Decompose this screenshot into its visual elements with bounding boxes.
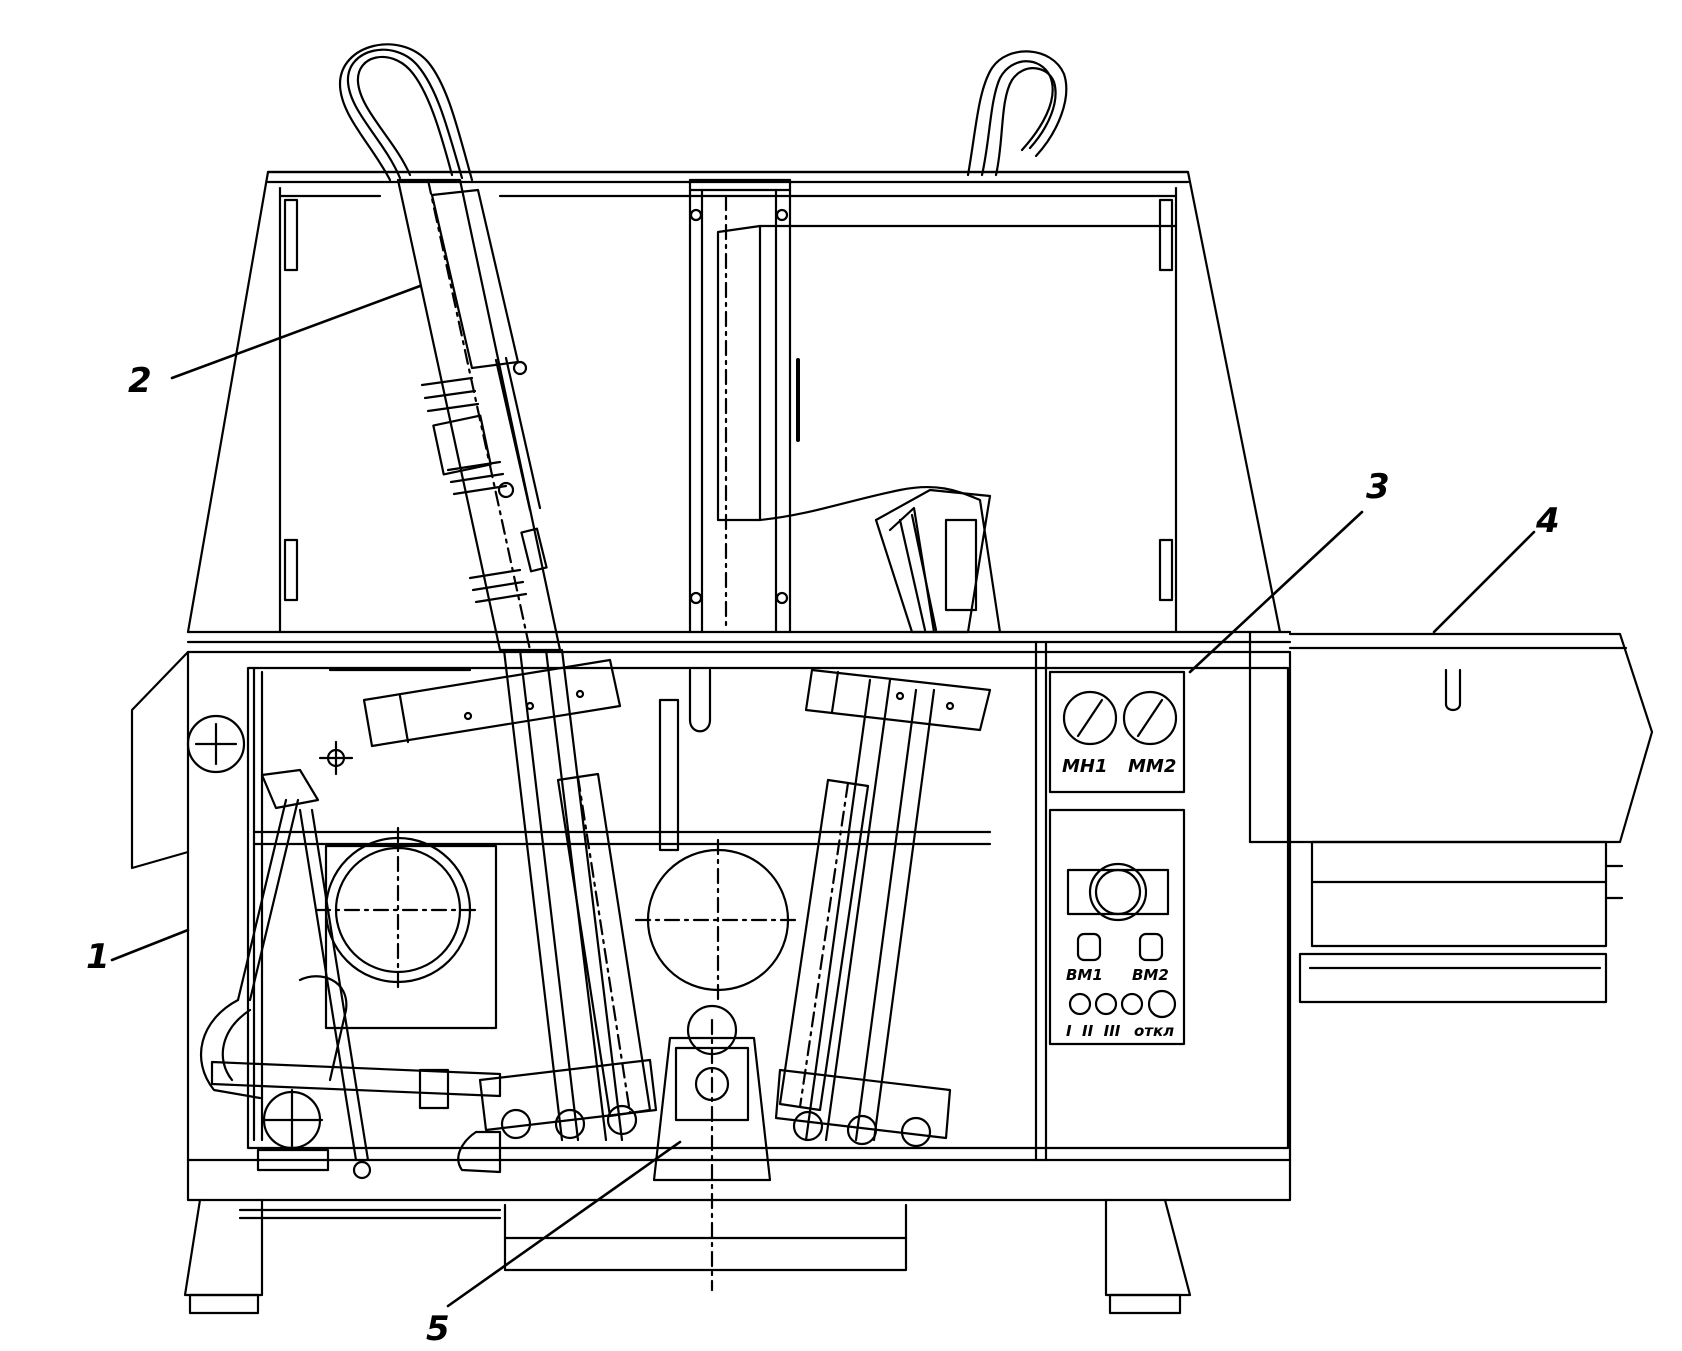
button-off[interactable] — [1147, 989, 1177, 1019]
callout-2: 2 — [128, 361, 152, 401]
callout-1: 1 — [86, 937, 110, 977]
gauge-mm2-label: MM2 — [1128, 756, 1176, 777]
leader-lines — [110, 284, 1536, 1308]
gauge-mn1-label: MH1 — [1062, 756, 1108, 777]
slide-rails — [362, 648, 992, 1148]
label-vm1: BM1 — [1066, 966, 1103, 984]
label-vm2: BM2 — [1132, 966, 1169, 984]
gauge-mm2-dial — [1122, 690, 1178, 746]
button-vm1[interactable] — [1076, 932, 1102, 962]
base-frame — [130, 640, 1292, 1315]
hose-right — [966, 50, 1068, 177]
electrical-cabinet — [1034, 640, 1186, 1162]
button-vm2[interactable] — [1138, 932, 1164, 962]
hose-left — [338, 43, 474, 182]
left-linkage — [200, 798, 502, 1180]
central-gearbox — [652, 1004, 772, 1292]
roller-table — [1248, 630, 1654, 1004]
hydraulic-cylinder-left — [396, 178, 562, 652]
callout-5: 5 — [426, 1309, 450, 1346]
hydraulic-cylinder-right-top — [874, 488, 992, 634]
button-speed-2[interactable] — [1094, 992, 1118, 1016]
button-speed-1[interactable] — [1068, 992, 1092, 1016]
button-speed-3[interactable] — [1120, 992, 1144, 1016]
label-speeds: I II III — [1066, 1022, 1121, 1040]
motors — [256, 826, 802, 1172]
gauge-mn1-dial — [1062, 690, 1118, 746]
control-panel — [1066, 862, 1177, 1019]
label-off: откл — [1134, 1022, 1174, 1040]
callout-4: 4 — [1535, 501, 1560, 541]
upper-hood — [186, 170, 1292, 634]
callout-3: 3 — [1366, 467, 1390, 507]
gauge-panel — [1062, 690, 1178, 746]
